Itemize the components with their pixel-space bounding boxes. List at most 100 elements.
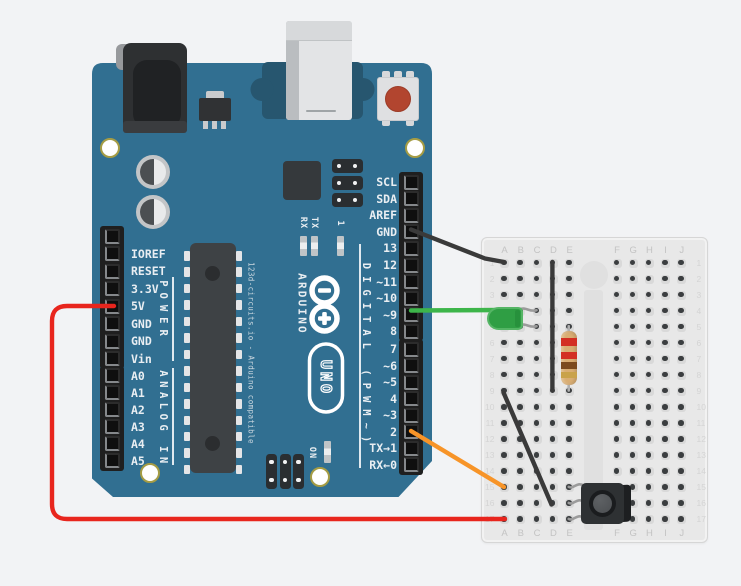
breadboard-hole[interactable] — [532, 354, 542, 364]
header-pin[interactable] — [403, 240, 419, 256]
breadboard-hole[interactable] — [677, 435, 687, 445]
breadboard-hole[interactable] — [532, 370, 542, 380]
breadboard-hole[interactable] — [565, 435, 575, 445]
breadboard-hole[interactable] — [661, 515, 671, 525]
breadboard-hole[interactable] — [677, 354, 687, 364]
header-pin[interactable] — [104, 351, 120, 366]
breadboard-hole[interactable] — [677, 258, 687, 268]
header-pin[interactable] — [104, 228, 120, 244]
breadboard-hole[interactable] — [628, 419, 638, 429]
header-pin[interactable] — [104, 246, 120, 261]
header-pin[interactable] — [403, 374, 419, 390]
breadboard-hole[interactable] — [644, 338, 654, 348]
breadboard-hole[interactable] — [532, 274, 542, 284]
header-pin[interactable] — [403, 341, 419, 357]
breadboard-hole[interactable] — [677, 403, 687, 413]
breadboard-hole[interactable] — [677, 419, 687, 429]
breadboard-hole[interactable] — [612, 306, 622, 316]
breadboard-hole[interactable] — [565, 274, 575, 284]
header-pin[interactable] — [403, 174, 419, 190]
breadboard-hole[interactable] — [644, 403, 654, 413]
breadboard-hole[interactable] — [661, 258, 671, 268]
breadboard-hole[interactable] — [548, 515, 558, 525]
header-pin[interactable] — [104, 368, 120, 383]
breadboard-hole[interactable] — [644, 274, 654, 284]
breadboard-hole[interactable] — [661, 274, 671, 284]
header-pin[interactable] — [104, 333, 120, 349]
breadboard-hole[interactable] — [677, 515, 687, 525]
breadboard-hole[interactable] — [661, 354, 671, 364]
breadboard-hole[interactable] — [628, 370, 638, 380]
header-pin[interactable] — [403, 457, 419, 472]
breadboard-hole[interactable] — [612, 467, 622, 477]
breadboard-hole[interactable] — [500, 274, 509, 284]
header-pin[interactable] — [104, 436, 120, 451]
header-pin[interactable] — [403, 424, 419, 439]
breadboard-hole[interactable] — [661, 290, 671, 300]
breadboard-hole[interactable] — [661, 370, 671, 380]
breadboard-hole[interactable] — [532, 515, 542, 525]
breadboard-hole[interactable] — [661, 483, 671, 493]
header-pin[interactable] — [104, 316, 120, 331]
breadboard-hole[interactable] — [516, 290, 526, 300]
header-pin[interactable] — [403, 391, 419, 406]
breadboard-hole[interactable] — [516, 274, 526, 284]
breadboard-hole[interactable] — [644, 499, 654, 509]
breadboard-hole[interactable] — [661, 451, 671, 461]
breadboard-hole[interactable] — [644, 370, 654, 380]
header-pin[interactable] — [104, 453, 120, 468]
header-pin[interactable] — [403, 307, 419, 323]
header-pin[interactable] — [403, 191, 419, 207]
breadboard-hole[interactable] — [644, 322, 654, 332]
breadboard-hole[interactable] — [644, 354, 654, 364]
breadboard-hole[interactable] — [644, 386, 654, 396]
breadboard-hole[interactable] — [644, 419, 654, 429]
breadboard-hole[interactable] — [677, 386, 687, 396]
header-pin[interactable] — [104, 419, 120, 434]
breadboard-hole[interactable] — [661, 322, 671, 332]
breadboard-hole[interactable] — [516, 370, 526, 380]
breadboard-hole[interactable] — [516, 354, 526, 364]
breadboard-hole[interactable] — [612, 290, 622, 300]
breadboard-hole[interactable] — [500, 290, 509, 300]
green-led[interactable] — [487, 306, 523, 330]
breadboard-hole[interactable] — [565, 290, 575, 300]
breadboard-hole[interactable] — [644, 467, 654, 477]
breadboard-hole[interactable] — [612, 322, 622, 332]
breadboard-hole[interactable] — [628, 403, 638, 413]
header-pin[interactable] — [104, 281, 120, 296]
header-pin[interactable] — [403, 358, 419, 373]
breadboard-hole[interactable] — [612, 435, 622, 445]
header-pin[interactable] — [104, 385, 120, 400]
header-pin[interactable] — [104, 298, 120, 314]
breadboard-hole[interactable] — [661, 386, 671, 396]
breadboard-hole[interactable] — [628, 483, 638, 493]
breadboard-hole[interactable] — [628, 290, 638, 300]
breadboard-hole[interactable] — [677, 370, 687, 380]
breadboard-hole[interactable] — [612, 419, 622, 429]
breadboard-hole[interactable] — [565, 451, 575, 461]
breadboard-hole[interactable] — [628, 258, 638, 268]
breadboard-hole[interactable] — [644, 258, 654, 268]
breadboard-hole[interactable] — [612, 370, 622, 380]
breadboard-hole[interactable] — [628, 451, 638, 461]
breadboard-hole[interactable] — [677, 322, 687, 332]
breadboard-hole[interactable] — [677, 483, 687, 493]
breadboard-hole[interactable] — [612, 386, 622, 396]
breadboard-hole[interactable] — [628, 499, 638, 509]
breadboard-hole[interactable] — [612, 451, 622, 461]
breadboard-hole[interactable] — [516, 515, 526, 525]
breadboard-hole[interactable] — [644, 290, 654, 300]
breadboard-hole[interactable] — [628, 306, 638, 316]
breadboard-hole[interactable] — [677, 467, 687, 477]
header-pin[interactable] — [403, 290, 419, 306]
breadboard-hole[interactable] — [628, 354, 638, 364]
breadboard-hole[interactable] — [628, 274, 638, 284]
breadboard-hole[interactable] — [628, 338, 638, 348]
header-pin[interactable] — [403, 274, 419, 290]
breadboard-hole[interactable] — [612, 403, 622, 413]
breadboard-hole[interactable] — [677, 306, 687, 316]
breadboard-hole[interactable] — [612, 338, 622, 348]
breadboard-hole[interactable] — [644, 306, 654, 316]
breadboard-hole[interactable] — [532, 338, 542, 348]
